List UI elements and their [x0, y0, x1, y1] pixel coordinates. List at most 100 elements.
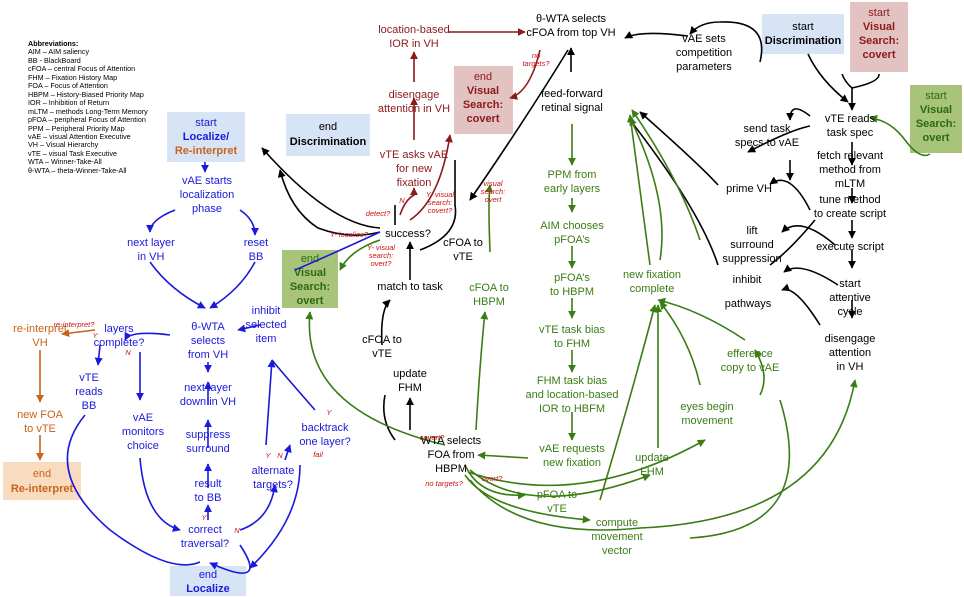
svg-text:new FOA: new FOA — [17, 409, 64, 421]
svg-text:new fixation: new fixation — [623, 269, 681, 281]
node-vte-reads-spec: vTE reads — [825, 113, 876, 125]
svg-text:Discrimination: Discrimination — [290, 136, 367, 148]
svg-text:for new: for new — [396, 163, 432, 175]
svg-text:end: end — [474, 71, 492, 83]
abbreviation-item: FOA – Focus of Attention — [28, 81, 108, 91]
svg-text:traversal?: traversal? — [181, 538, 229, 550]
node-cfoa-vte-mid: cFOA to — [443, 237, 483, 249]
start-discrimination-box: start Discrimination — [762, 14, 844, 54]
abbreviation-item: HBPM – History-Biased Priority Map — [28, 89, 144, 99]
black-arrows — [261, 21, 880, 441]
svg-text:IOR in VH: IOR in VH — [389, 38, 439, 50]
svg-text:pFOA to: pFOA to — [537, 489, 577, 501]
node-wta-selects: FOA from — [427, 449, 474, 461]
svg-text:BB: BB — [82, 400, 97, 412]
orange-nodes: re-interpret VH new FOA to vTE — [13, 323, 67, 435]
svg-text:next layer: next layer — [184, 382, 232, 394]
svg-text:N: N — [234, 526, 240, 535]
svg-text:vAE requests: vAE requests — [539, 443, 605, 455]
svg-text:HBPM: HBPM — [473, 296, 505, 308]
svg-text:Re-interpret: Re-interpret — [11, 483, 74, 495]
svg-text:vector: vector — [602, 545, 632, 557]
condition-labels: no targets? visual search: overt Y- visu… — [54, 51, 551, 535]
svg-text:Search:: Search: — [859, 35, 899, 47]
node-theta-wta-top: cFOA from top VH — [526, 27, 615, 39]
svg-text:monitors: monitors — [122, 426, 165, 438]
node-lift-surround: surround — [730, 239, 773, 251]
svg-text:layers: layers — [104, 323, 134, 335]
svg-text:BB: BB — [249, 251, 264, 263]
svg-text:overt?: overt? — [482, 474, 504, 483]
svg-text:Search:: Search: — [916, 118, 956, 130]
svg-text:Y: Y — [201, 513, 207, 522]
svg-text:pFOA’s: pFOA’s — [554, 234, 590, 246]
node-fetch-method: fetch relevant — [817, 150, 883, 162]
svg-text:no targets?: no targets? — [425, 479, 463, 488]
svg-text:re-interpret?: re-interpret? — [54, 320, 96, 329]
svg-text:search:: search: — [369, 251, 394, 260]
svg-text:overt: overt — [923, 132, 950, 144]
svg-text:IOR to HBFM: IOR to HBFM — [539, 403, 605, 415]
abbreviation-item: θ-WTA – theta-Winner-Take-All — [28, 165, 127, 175]
svg-text:Visual: Visual — [294, 267, 326, 279]
svg-text:Search:: Search: — [463, 99, 503, 111]
svg-text:localization: localization — [180, 189, 234, 201]
abbreviation-item: PPM – Peripheral Priority Map — [28, 123, 125, 133]
node-cfoa-vte-left: vTE — [372, 348, 392, 360]
node-start-attentive: attentive — [829, 292, 871, 304]
svg-text:re-interpret: re-interpret — [13, 323, 67, 335]
node-send-task-specs: specs to vAE — [735, 137, 799, 149]
svg-text:Y: Y — [265, 451, 271, 460]
node-lift-surround: lift — [747, 225, 758, 237]
node-vae-sets: vAE sets — [682, 33, 726, 45]
svg-text:Discrimination: Discrimination — [765, 35, 842, 47]
node-success: success? — [385, 228, 431, 240]
svg-text:Visual: Visual — [467, 85, 499, 97]
svg-text:correct: correct — [188, 524, 222, 536]
svg-text:covert: covert — [466, 113, 499, 125]
svg-text:phase: phase — [192, 203, 222, 215]
svg-text:overt: overt — [297, 295, 324, 307]
node-execute-script: execute script — [816, 241, 884, 253]
svg-text:reads: reads — [75, 386, 103, 398]
svg-text:visual: visual — [483, 179, 503, 188]
start-visual-search-covert-box: start Visual Search: covert — [850, 2, 908, 72]
node-fetch-method: method from — [819, 164, 881, 176]
abbreviation-item: BB - BlackBoard — [28, 55, 81, 65]
node-vte-reads-spec: task spec — [827, 127, 874, 139]
svg-text:vTE: vTE — [79, 372, 99, 384]
abbreviation-item: cFOA – central Focus of Attention — [28, 64, 136, 74]
node-wta-selects: HBPM — [435, 463, 467, 475]
svg-text:one layer?: one layer? — [299, 436, 350, 448]
svg-text:surround: surround — [186, 443, 229, 455]
svg-text:fixation: fixation — [397, 177, 432, 189]
svg-text:AIM chooses: AIM chooses — [540, 220, 604, 232]
svg-text:overt?: overt? — [371, 259, 393, 268]
svg-text:vTE task bias: vTE task bias — [539, 324, 606, 336]
node-vae-sets: parameters — [676, 61, 732, 73]
svg-text:Y: Y — [92, 331, 98, 340]
end-reinterpret-box: end Re-interpret — [3, 462, 81, 500]
svg-text:covert: covert — [862, 49, 895, 61]
svg-text:start: start — [868, 7, 889, 19]
svg-text:Y: Y — [326, 408, 332, 417]
abbreviation-item: AIM – AIM saliency — [28, 47, 90, 57]
svg-text:no: no — [532, 51, 540, 60]
abbreviation-item: VH – Visual Hierarchy — [28, 140, 99, 150]
svg-text:reset: reset — [244, 237, 268, 249]
node-disengage-vh-right: in VH — [837, 361, 864, 373]
svg-text:search:: search: — [481, 187, 506, 196]
svg-text:selected: selected — [246, 319, 287, 331]
node-lift-surround: suppression — [722, 253, 781, 265]
svg-text:next layer: next layer — [127, 237, 175, 249]
end-discrimination-box: end Discrimination — [286, 114, 370, 156]
svg-text:item: item — [256, 333, 277, 345]
svg-text:down in VH: down in VH — [180, 396, 236, 408]
darkred-nodes: location-based IOR in VH disengage atten… — [378, 24, 450, 189]
svg-text:Visual: Visual — [920, 104, 952, 116]
node-send-task-specs: send task — [743, 123, 791, 135]
svg-text:search:: search: — [428, 198, 453, 207]
abbreviation-item: vTE – visual Task Executive — [28, 148, 117, 158]
node-update-fhm-left: FHM — [398, 382, 422, 394]
